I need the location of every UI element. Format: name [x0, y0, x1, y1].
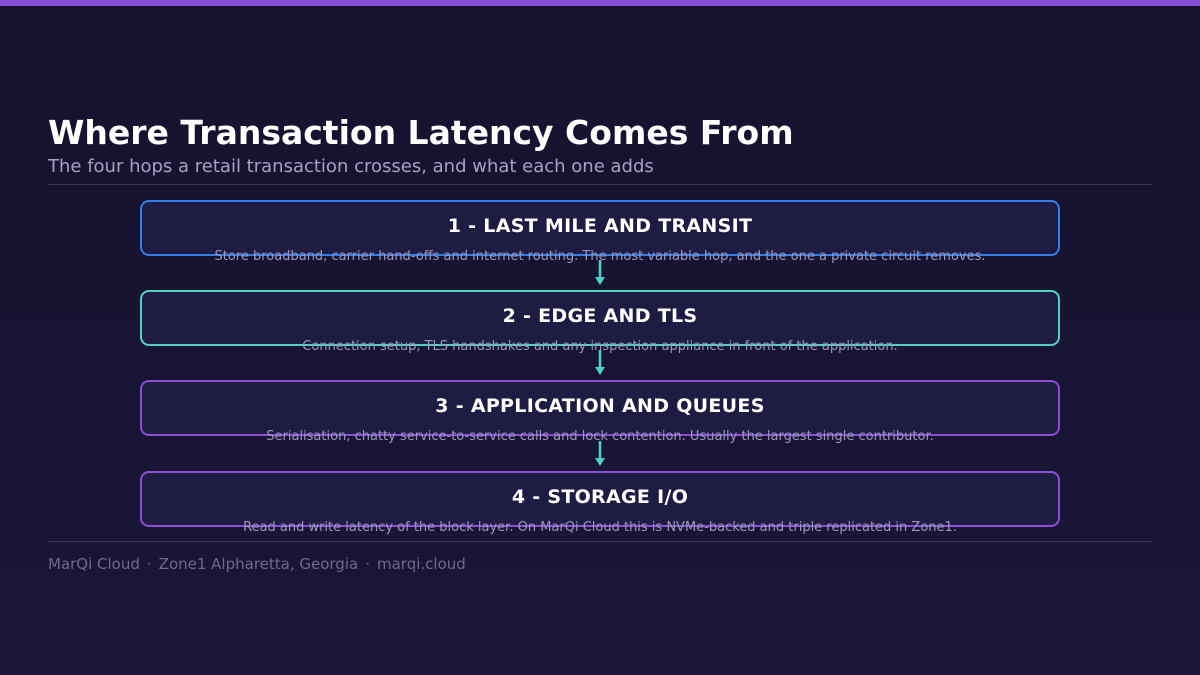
footer-separator: · [146, 555, 152, 573]
step-title: 2 - EDGE AND TLS [502, 305, 698, 327]
step-description: Store broadband, carrier hand-offs and i… [214, 249, 986, 264]
accent-bar [0, 0, 1200, 6]
step-title: 4 - STORAGE I/O [511, 486, 689, 508]
step-storage-io: 4 - STORAGE I/O Read and write latency o… [140, 471, 1060, 535]
arrow-down-icon [595, 350, 605, 375]
step-edge-tls: 2 - EDGE AND TLS Connection setup, TLS h… [140, 290, 1060, 354]
step-title: 3 - APPLICATION AND QUEUES [435, 395, 765, 417]
step-title: 1 - LAST MILE AND TRANSIT [447, 215, 753, 237]
header-divider [48, 184, 1153, 185]
page-subtitle: The four hops a retail transaction cross… [48, 156, 654, 177]
step-description: Serialisation, chatty service-to-service… [266, 429, 934, 444]
footer-site: marqi.cloud [376, 555, 466, 573]
footer-location: Zone1 Alpharetta, Georgia [158, 555, 359, 573]
step-last-mile: 1 - LAST MILE AND TRANSIT Store broadban… [140, 200, 1060, 264]
footer: MarQi Cloud · Zone1 Alpharetta, Georgia · ma… [48, 554, 466, 574]
arrow-down-icon [595, 441, 605, 466]
page-title: Where Transaction Latency Comes From [48, 113, 794, 152]
step-description: Connection setup, TLS handshakes and any… [302, 339, 898, 354]
footer-brand: MarQi Cloud [48, 555, 140, 573]
footer-separator: · [365, 555, 370, 573]
step-application-queues: 3 - APPLICATION AND QUEUES Serialisation… [140, 380, 1060, 444]
footer-divider [48, 541, 1153, 542]
step-description: Read and write latency of the block laye… [243, 520, 957, 535]
arrow-down-icon [595, 260, 605, 285]
